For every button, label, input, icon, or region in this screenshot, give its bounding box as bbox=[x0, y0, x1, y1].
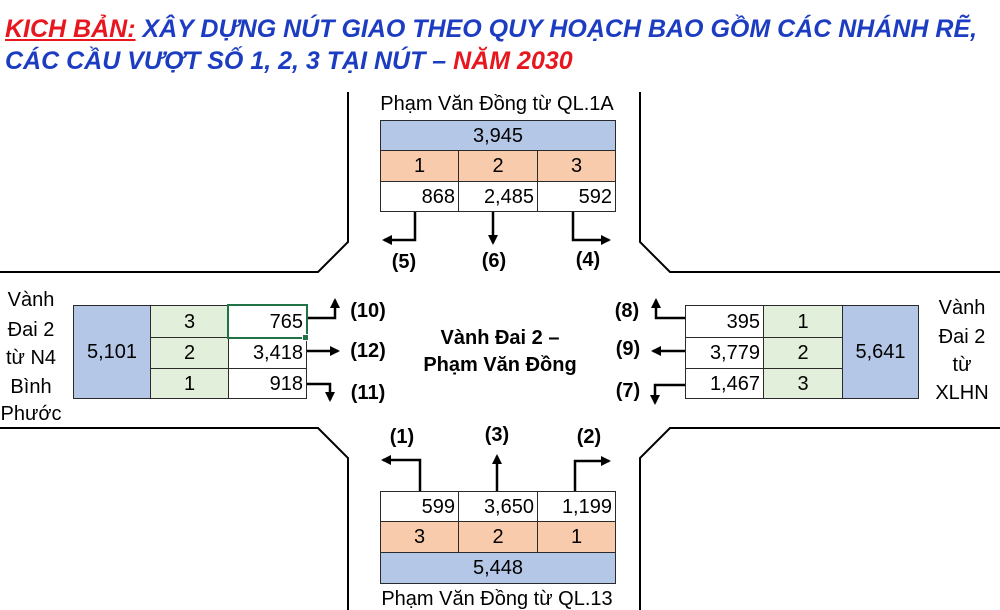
movement-arrow-4 bbox=[571, 211, 611, 245]
movement-arrow-7 bbox=[650, 383, 685, 405]
east-approach-label-line: XLHN bbox=[935, 382, 989, 404]
south-lane-volume: 1,199 bbox=[537, 491, 616, 522]
south-lane-number: 1 bbox=[537, 521, 616, 553]
movement-label-11: (11) bbox=[350, 382, 386, 404]
west-lane-volume: 3,418 bbox=[228, 337, 307, 369]
south-lane-volume: 599 bbox=[380, 491, 459, 522]
east-lane-volume: 3,779 bbox=[685, 337, 764, 369]
north-approach-label: Phạm Văn Đồng từ QL.1A bbox=[380, 93, 614, 115]
movement-label-3: (3) bbox=[484, 424, 510, 446]
title-line-1: KICH BẢN: XÂY DỰNG NÚT GIAO THEO QUY HOẠ… bbox=[5, 14, 977, 44]
east-lane-number: 3 bbox=[763, 368, 843, 399]
west-approach-label-line: Vành bbox=[7, 289, 55, 311]
east-approach-label-line: Đai 2 bbox=[938, 326, 986, 348]
east-lane-volume: 1,467 bbox=[685, 368, 764, 399]
intersection-name-line: Vành Đai 2 – bbox=[440, 327, 560, 349]
north-lane-number: 1 bbox=[380, 150, 459, 182]
movement-label-4: (4) bbox=[575, 249, 601, 271]
road-edge-bottom-right bbox=[639, 427, 1000, 610]
scenario-label: KICH BẢN: bbox=[5, 15, 136, 43]
north-lane-number: 2 bbox=[458, 150, 538, 182]
west-lane-number: 1 bbox=[150, 368, 229, 399]
title-line-2: CÁC CẦU VƯỢT SỐ 1, 2, 3 TẠI NÚT – NĂM 20… bbox=[5, 46, 573, 76]
south-approach-label: Phạm Văn Đồng từ QL.13 bbox=[381, 588, 613, 610]
south-lane-volume: 3,650 bbox=[458, 491, 538, 522]
road-edge-top-right bbox=[639, 92, 1000, 273]
north-lane-number: 3 bbox=[537, 150, 616, 182]
movement-arrow-11 bbox=[306, 382, 335, 402]
movement-label-6: (6) bbox=[481, 250, 507, 272]
south-total-volume: 5,448 bbox=[380, 552, 616, 584]
north-lane-volume: 2,485 bbox=[458, 181, 538, 212]
west-approach-label-line: Đai 2 bbox=[7, 319, 55, 341]
road-edge-bottom-left bbox=[0, 427, 349, 610]
west-lane-number: 2 bbox=[150, 337, 229, 369]
north-lane-volume: 868 bbox=[380, 181, 459, 212]
west-lane-number: 3 bbox=[150, 305, 229, 338]
selected-cell-highlight bbox=[227, 304, 308, 339]
east-approach-label-line: từ bbox=[952, 354, 972, 376]
movement-label-8: (8) bbox=[614, 300, 640, 322]
east-lane-number: 1 bbox=[763, 305, 843, 338]
movement-label-5: (5) bbox=[391, 251, 417, 273]
west-approach-label-line: Bình bbox=[10, 376, 52, 398]
title-year: NĂM 2030 bbox=[453, 47, 573, 75]
movement-arrow-5 bbox=[382, 211, 417, 245]
movement-arrow-1 bbox=[381, 455, 422, 491]
west-total-volume: 5,101 bbox=[73, 305, 151, 399]
east-total-volume: 5,641 bbox=[842, 305, 919, 399]
movement-label-7: (7) bbox=[615, 380, 641, 402]
title-text-line-2: CÁC CẦU VƯỢT SỐ 1, 2, 3 TẠI NÚT – bbox=[5, 47, 447, 75]
movement-arrow-8 bbox=[651, 298, 685, 320]
intersection-name-line: Phạm Văn Đồng bbox=[423, 354, 577, 376]
east-lane-number: 2 bbox=[763, 337, 843, 369]
title-text-line-1: XÂY DỰNG NÚT GIAO THEO QUY HOẠCH BAO GỒM… bbox=[142, 15, 978, 43]
road-edge-top-left bbox=[0, 92, 349, 273]
north-lane-volume: 592 bbox=[537, 181, 616, 212]
east-lane-volume: 395 bbox=[685, 305, 764, 338]
movement-label-10: (10) bbox=[350, 300, 386, 322]
movement-label-1: (1) bbox=[389, 426, 415, 448]
south-lane-number: 2 bbox=[458, 521, 538, 553]
east-approach-label-line: Vành bbox=[938, 297, 986, 319]
south-lane-number: 3 bbox=[380, 521, 459, 553]
movement-arrow-10 bbox=[306, 298, 340, 320]
selection-fill-handle bbox=[302, 334, 309, 341]
movement-label-12: (12) bbox=[350, 340, 386, 362]
movement-label-2: (2) bbox=[576, 426, 602, 448]
west-lane-volume: 918 bbox=[228, 368, 307, 399]
movement-arrow-2 bbox=[573, 456, 611, 491]
west-approach-label-line: từ N4 bbox=[5, 347, 57, 369]
movement-label-9: (9) bbox=[615, 338, 641, 360]
west-approach-label-line: Phước bbox=[0, 403, 62, 425]
north-total-volume: 3,945 bbox=[380, 120, 616, 151]
